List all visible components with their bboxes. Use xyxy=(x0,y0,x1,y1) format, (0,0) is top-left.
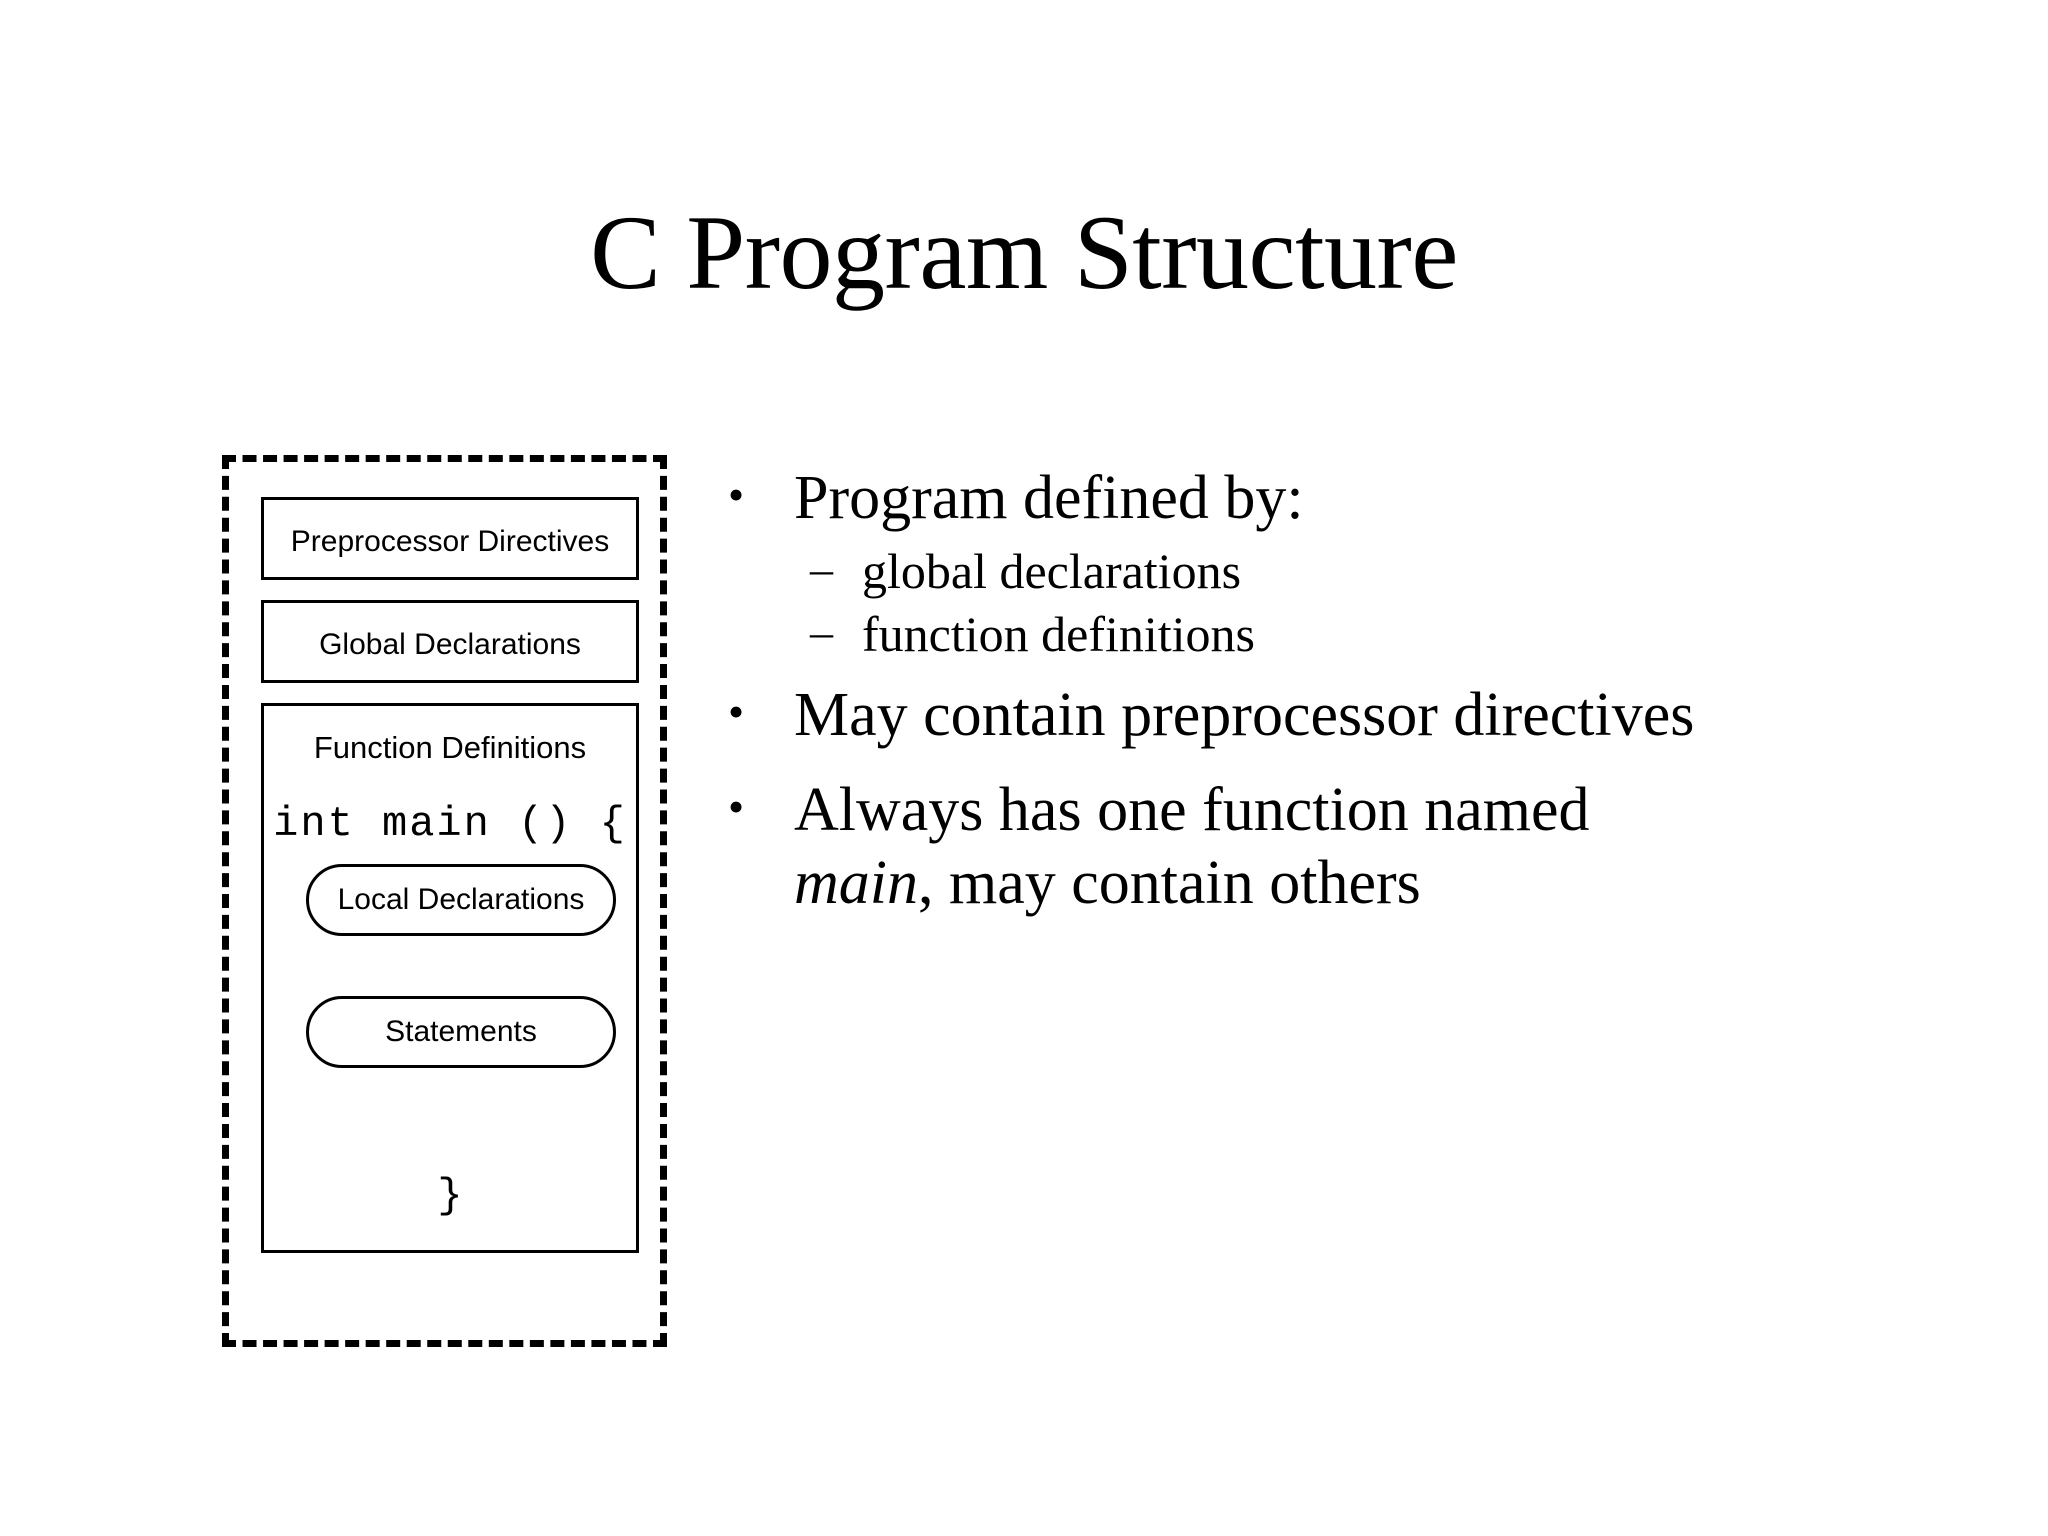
diagram-pill-local-declarations-label: Local Declarations xyxy=(337,883,585,916)
bullet-emphasis-main: main xyxy=(794,849,918,918)
c-program-structure-diagram: Preprocessor Directives Global Declarati… xyxy=(222,455,667,1347)
bullet-sublist-program-defined-by: – global declarations – function definit… xyxy=(728,541,1738,665)
bullet-spacer xyxy=(728,758,1738,774)
diagram-box-preprocessor-directives: Preprocessor Directives xyxy=(261,497,639,580)
bullet-group-program-defined-by: • Program defined by: – global declarati… xyxy=(728,462,1738,665)
bullet-dash-icon: – xyxy=(810,543,833,595)
bullet-item-always-has-main: • Always has one function named main, ma… xyxy=(728,774,1738,920)
bullet-item-may-contain-preprocessor: • May contain preprocessor directives xyxy=(728,679,1738,752)
bullet-subitem-global-declarations: – global declarations xyxy=(728,541,1738,602)
bullet-list: • Program defined by: – global declarati… xyxy=(728,462,1738,927)
diagram-pill-statements-label: Statements xyxy=(385,1015,537,1048)
bullet-text-after-main: , may contain others xyxy=(918,849,1421,918)
bullet-subitem-function-definitions: – function definitions xyxy=(728,604,1738,665)
bullet-marker-icon: • xyxy=(728,781,745,833)
bullet-item-may-contain-preprocessor-label: May contain preprocessor directives xyxy=(794,681,1695,750)
bullet-marker-icon: • xyxy=(728,469,745,520)
page-title: C Program Structure xyxy=(590,194,1458,311)
bullet-item-program-defined-by: • Program defined by: xyxy=(728,462,1738,535)
bullet-text-before-main: Always has one function named xyxy=(794,776,1590,845)
diagram-box-global-declarations: Global Declarations xyxy=(261,600,639,683)
diagram-box-global-declarations-label: Global Declarations xyxy=(319,628,581,661)
code-line-main-close: } xyxy=(437,1172,463,1220)
diagram-pill-statements: Statements xyxy=(306,996,616,1068)
code-line-main-open: int main () { xyxy=(273,800,627,848)
bullet-marker-icon: • xyxy=(728,686,745,738)
bullet-subitem-global-declarations-label: global declarations xyxy=(862,543,1242,600)
diagram-box-function-definitions-label: Function Definitions xyxy=(313,730,587,765)
bullet-item-always-has-main-label: Always has one function named main, may … xyxy=(794,774,1738,920)
bullet-dash-icon: – xyxy=(810,606,833,658)
diagram-box-preprocessor-directives-label: Preprocessor Directives xyxy=(290,525,610,558)
diagram-box-function-definitions: Function Definitions int main () { Local… xyxy=(261,703,639,1253)
diagram-pill-local-declarations: Local Declarations xyxy=(306,864,616,936)
bullet-subitem-function-definitions-label: function definitions xyxy=(862,606,1255,663)
bullet-item-program-defined-by-label: Program defined by: xyxy=(794,464,1304,532)
